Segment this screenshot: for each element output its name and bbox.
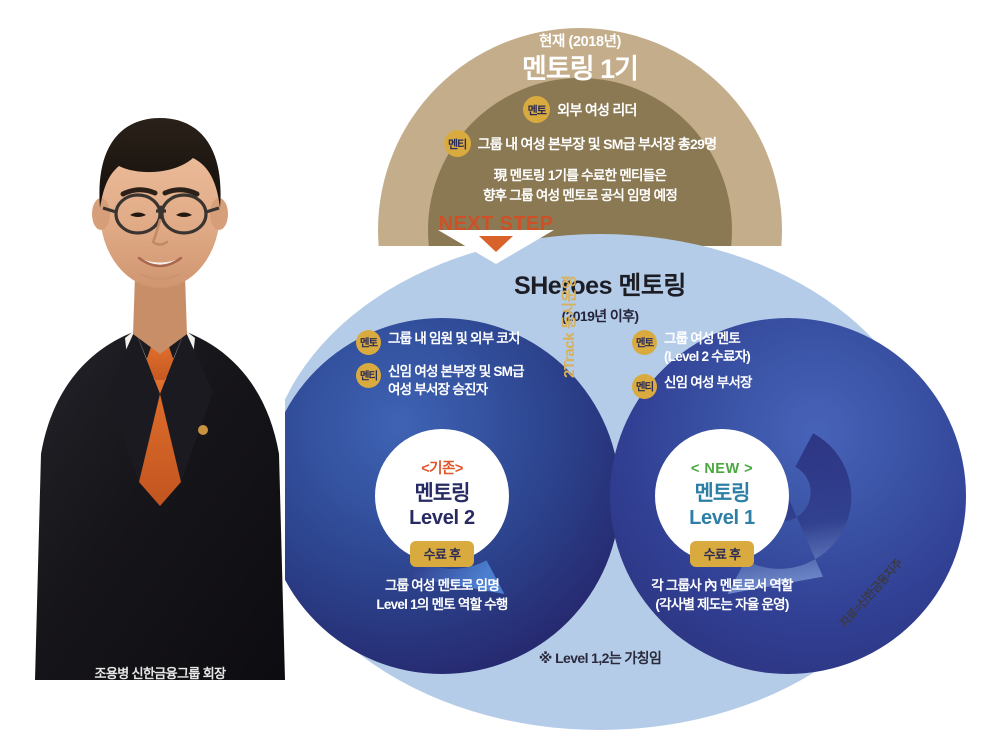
right-row-mentee-text: 신임 여성 부서장 <box>664 374 752 390</box>
next-step-label: NEXT STEP <box>0 213 992 236</box>
right-track-level-line2: Level 1 <box>689 507 755 530</box>
mentee-badge-icon: 멘티 <box>632 373 657 399</box>
right-row-mentor-text: 그룹 여성 멘토(Level 2 수료자) <box>664 331 751 364</box>
photo-caption: 조용병 신한금융그룹 회장 <box>94 666 227 681</box>
lapel-pin-icon <box>198 425 208 435</box>
top-row-mentee: 멘티 그룹 내 여성 본부장 및 SM급 부서장 총29명 <box>378 130 782 157</box>
top-section-heading: 현재 (2018년) 멘토링 1기 <box>378 34 782 87</box>
right-track-level-line1: 멘토링 <box>694 481 751 505</box>
top-section-rows: 멘토 외부 여성 리더 멘티 그룹 내 여성 본부장 및 SM급 부서장 총29… <box>378 96 782 207</box>
top-row-mentor: 멘토 외부 여성 리더 <box>378 96 782 123</box>
next-step-arrow-icon <box>479 236 513 252</box>
top-tan-arc-group <box>330 20 830 246</box>
footnote-text: ※ Level 1,2는 가칭임 <box>538 650 662 666</box>
top-row-mentee-text: 그룹 내 여성 본부장 및 SM급 부서장 총29명 <box>477 135 718 152</box>
next-step-text: NEXT STEP <box>438 213 554 235</box>
top-section-subtitle: 현재 (2018년) <box>539 34 621 50</box>
right-after-line-2: (각사별 제도는 자율 운영) <box>655 597 789 613</box>
left-track-tag: <기존> <box>421 460 463 477</box>
top-section-note: 現 멘토링 1기를 수료한 멘티들은 향후 그룹 여성 멘토로 공식 임명 예정 <box>378 166 782 207</box>
top-note-line-2: 향후 그룹 여성 멘토로 공식 임명 예정 <box>482 188 678 204</box>
mentee-badge-icon: 멘티 <box>443 130 471 157</box>
right-row-mentor: 멘토 그룹 여성 멘토(Level 2 수료자) <box>632 330 872 366</box>
left-after-pill: 수료 후 <box>409 541 475 567</box>
main-heading: SHeroes 멘토링 (2019년 이후) <box>266 266 934 326</box>
glasses-icon <box>102 193 220 235</box>
top-note-line-1: 現 멘토링 1기를 수료한 멘티들은 <box>493 168 667 183</box>
top-section-title: 멘토링 1기 <box>522 54 639 85</box>
mentor-badge-icon: 멘토 <box>523 96 551 123</box>
right-after-pill: 수료 후 <box>689 541 755 567</box>
mentor-badge-icon: 멘토 <box>356 330 381 355</box>
left-after-text: 그룹 여성 멘토로 임명 Level 1의 멘토 역할 수행 <box>300 576 584 614</box>
left-track-level-line1: 멘토링 <box>414 481 471 505</box>
left-row-mentor: 멘토 그룹 내 임원 및 외부 코치 <box>356 330 606 355</box>
left-track-level-line2: Level 2 <box>409 507 475 530</box>
right-track-after: 수료 후 각 그룹사 內 멘토로서 역할 (각사별 제도는 자율 운영) <box>580 541 864 614</box>
portrait-photo <box>35 62 285 680</box>
right-after-text: 각 그룹사 內 멘토로서 역할 (각사별 제도는 자율 운영) <box>580 576 864 614</box>
main-subtitle: (2019년 이후) <box>561 308 640 324</box>
mentor-badge-icon: 멘토 <box>632 330 657 355</box>
left-row-mentor-text: 그룹 내 임원 및 외부 코치 <box>388 331 520 346</box>
top-row-mentor-text: 외부 여성 리더 <box>557 101 637 118</box>
main-title: SHeroes 멘토링 <box>514 272 686 300</box>
left-track-after: 수료 후 그룹 여성 멘토로 임명 Level 1의 멘토 역할 수행 <box>300 541 584 614</box>
right-track-rows: 멘토 그룹 여성 멘토(Level 2 수료자) 멘티 신임 여성 부서장 <box>632 330 872 407</box>
right-track-tag: < NEW > <box>690 460 754 477</box>
left-after-line-1: 그룹 여성 멘토로 임명 <box>384 578 500 593</box>
right-after-line-1: 각 그룹사 內 멘토로서 역할 <box>651 578 793 593</box>
left-after-line-2: Level 1의 멘토 역할 수행 <box>376 597 508 613</box>
right-row-mentee: 멘티 신임 여성 부서장 <box>632 373 872 399</box>
hair-shape <box>99 118 221 208</box>
mentee-badge-icon: 멘티 <box>356 363 381 388</box>
